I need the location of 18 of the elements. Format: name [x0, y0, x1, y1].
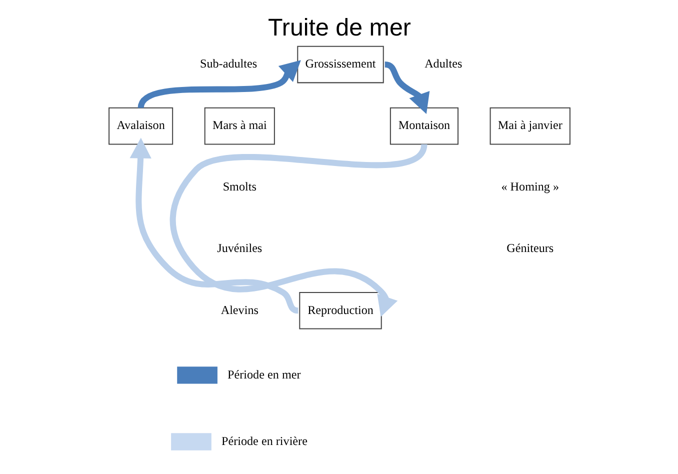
- arrow: [384, 62, 430, 114]
- label: « Homing »: [500, 180, 559, 194]
- label: Géniteurs: [506, 241, 554, 256]
- node-box: Mai à janvier: [489, 107, 570, 145]
- node-box: Mars à mai: [204, 107, 274, 145]
- legend-label: Période en mer: [227, 367, 300, 382]
- label: Smolts: [222, 180, 256, 194]
- label: Adultes: [424, 56, 462, 71]
- label: Sub-adultes: [200, 56, 257, 71]
- arrow: [129, 138, 298, 314]
- diagram-title: Truite de mer: [268, 14, 410, 42]
- label: Juvéniles: [216, 241, 262, 256]
- node-box: Grossissement: [296, 46, 384, 84]
- node-box: Avalaison: [108, 107, 173, 145]
- legend-label: Période en rivière: [220, 434, 307, 448]
- node-box: Reproduction: [298, 292, 382, 330]
- label: Alevins: [220, 302, 258, 317]
- node-box: Montaison: [389, 107, 458, 145]
